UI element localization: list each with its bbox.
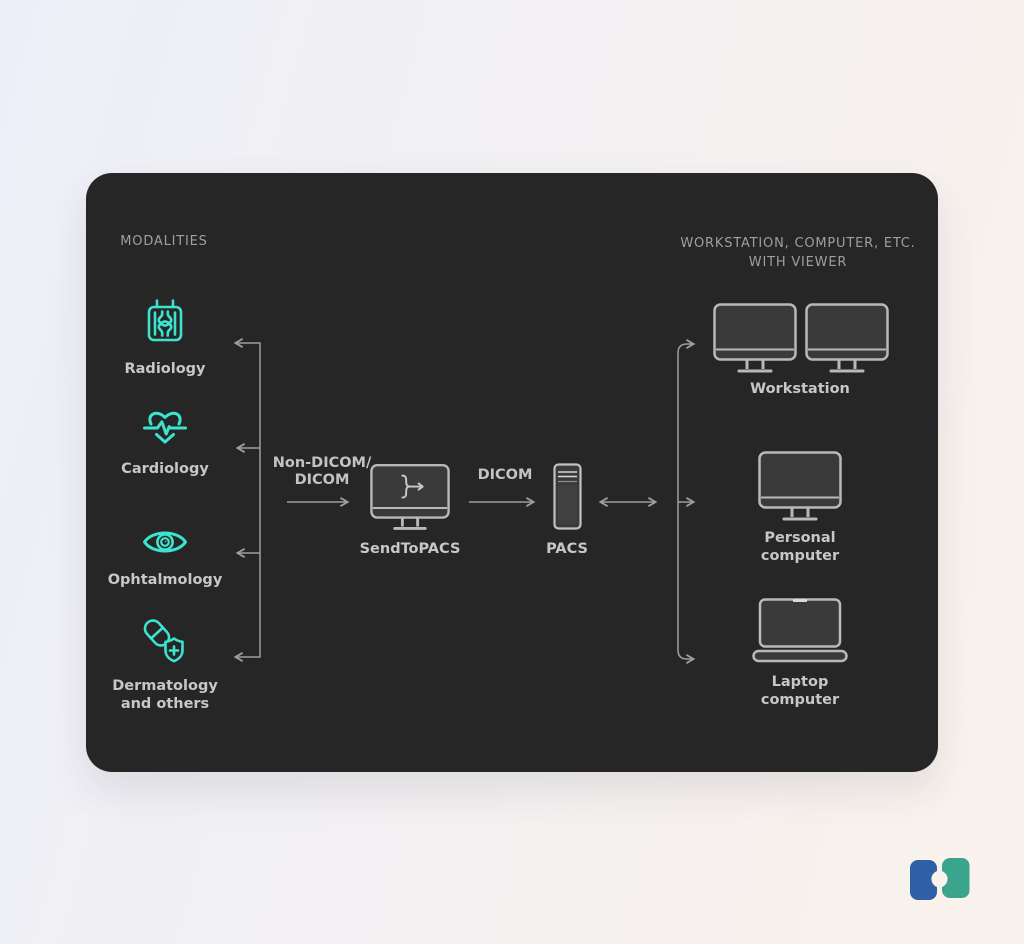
viewers-header: WORKSTATION, COMPUTER, ETC. WITH VIEWER	[680, 236, 916, 270]
modalities-bracket	[233, 338, 261, 662]
monitor-merge-arrow-icon	[370, 463, 450, 530]
input-protocol-label: Non-DICOM/ DICOM	[272, 455, 372, 488]
viewer-label-personal-computer: Personal computer	[760, 530, 840, 565]
modality-dermatology: Dermatology and others	[105, 617, 225, 713]
modality-label: Dermatology and others	[112, 678, 218, 713]
ea-logo	[910, 858, 970, 900]
dual-monitor-icon	[713, 303, 889, 373]
server-label: PACS	[546, 541, 588, 557]
modality-label: Radiology	[124, 361, 206, 377]
modality-cardiology: Cardiology	[95, 408, 235, 478]
laptop-icon	[752, 598, 848, 663]
heart-pulse-icon	[143, 411, 187, 444]
eye-icon	[143, 531, 187, 553]
dicom-protocol-label: DICOM	[477, 467, 533, 483]
server-tower-icon	[553, 463, 582, 530]
monitor-icon	[758, 451, 842, 521]
modality-label: Ophtalmology	[107, 572, 223, 588]
modalities-header: MODALITIES	[120, 234, 208, 249]
viewer-label-workstation: Workstation	[750, 381, 850, 397]
radiology-xray-icon	[147, 299, 183, 342]
modality-ophtalmology: Ophtalmology	[95, 525, 235, 589]
diagram-card: MODALITIES Radiology Cardiology	[86, 173, 938, 772]
viewer-label-laptop-computer: Laptop computer	[760, 674, 840, 709]
pill-shield-icon	[143, 619, 184, 663]
connector-lines	[233, 338, 696, 664]
gateway-label: SendToPACS	[359, 541, 461, 557]
modality-label: Cardiology	[121, 461, 209, 477]
modality-radiology: Radiology	[95, 298, 235, 378]
